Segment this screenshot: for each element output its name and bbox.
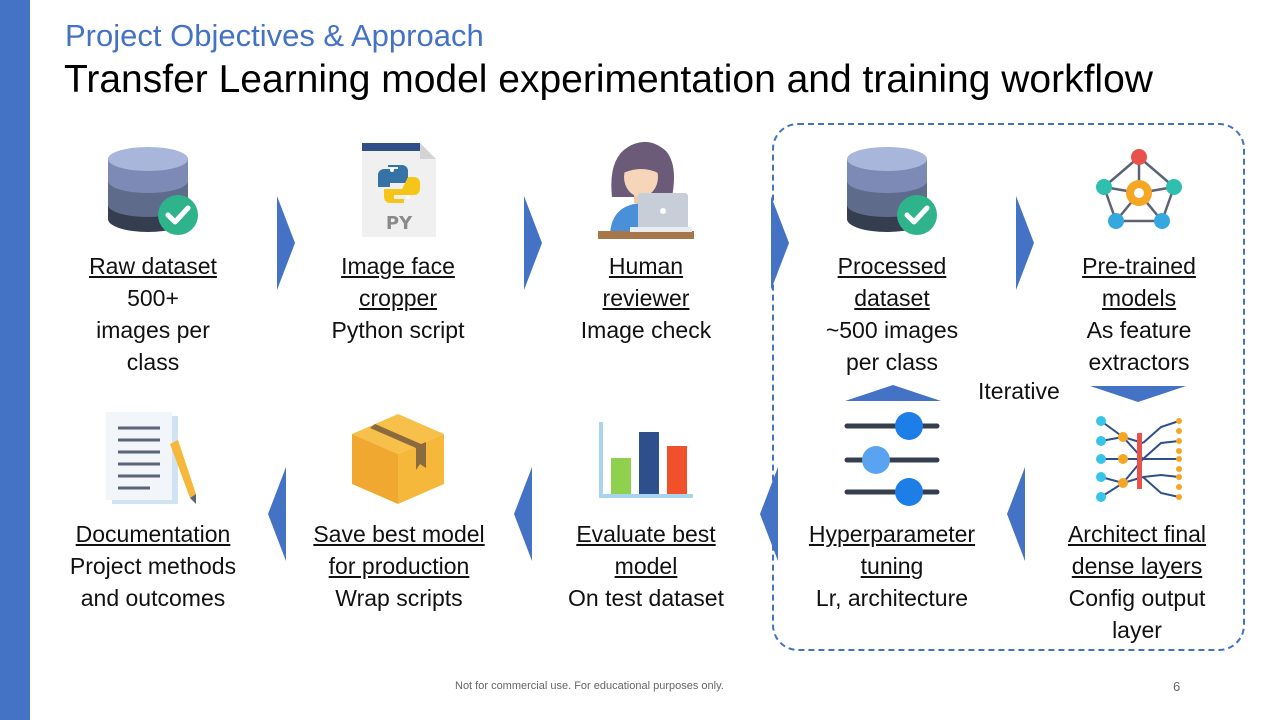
step-architect-dense-layers: Architect final dense layers Config outp… (1032, 518, 1242, 646)
step-description: Lr, architecture (815, 585, 969, 611)
flow-arrow-left-icon (268, 467, 286, 561)
step-name: Human reviewer (602, 253, 690, 311)
step-documentation: Documentation Project methods and outcom… (48, 518, 258, 614)
flow-arrow-right-icon (524, 196, 542, 290)
step-description: As feature extractors (1086, 317, 1192, 375)
bar-chart-icon (599, 422, 693, 498)
step-name: Save best model for production (313, 521, 485, 579)
python-file-icon: PY (362, 143, 436, 237)
step-description: Image check (580, 317, 712, 343)
step-name: Documentation (75, 521, 231, 547)
flow-arrow-right-icon (1016, 196, 1034, 290)
step-name: Image face cropper (341, 253, 455, 311)
svg-text:PY: PY (386, 213, 413, 234)
step-save-best-model: Save best model for production Wrap scri… (294, 518, 504, 614)
accent-side-bar (0, 0, 30, 720)
step-description: Config output layer (1068, 585, 1206, 643)
package-box-icon (352, 414, 444, 504)
database-check-icon (847, 147, 937, 235)
step-image-face-cropper: Image face cropper Python script (293, 250, 503, 346)
step-name: Evaluate best model (576, 521, 716, 579)
page-number: 6 (1173, 679, 1181, 694)
step-description: 500+ images per class (96, 285, 210, 375)
network-icon (1096, 149, 1182, 229)
step-evaluate-best-model: Evaluate best model On test dataset (541, 518, 751, 614)
step-human-reviewer: Human reviewer Image check (541, 250, 751, 346)
step-description: Project methods and outcomes (69, 553, 237, 611)
step-processed-dataset: Processed dataset ~500 images per class (787, 250, 997, 378)
person-laptop-icon (598, 141, 694, 239)
step-name: Pre-trained models (1082, 253, 1196, 311)
step-description: Wrap scripts (335, 585, 463, 611)
step-description: Python script (331, 317, 465, 343)
flow-arrow-down-icon (1090, 386, 1186, 402)
step-description: On test dataset (568, 585, 724, 611)
flow-arrow-left-icon (514, 467, 532, 561)
database-check-icon (108, 147, 198, 235)
iterative-loop-box (772, 123, 1245, 651)
step-name: Raw dataset (89, 253, 217, 279)
slide-subtitle: Project Objectives & Approach (65, 18, 484, 53)
flow-arrow-up-icon (845, 385, 941, 401)
step-name: Processed dataset (837, 253, 947, 311)
flow-arrow-right-icon (277, 196, 295, 290)
step-description: ~500 images per class (825, 317, 959, 375)
step-pre-trained-models: Pre-trained models As feature extractors (1034, 250, 1244, 378)
flow-arrow-left-icon (1007, 467, 1025, 561)
sliders-icon (844, 412, 940, 506)
step-name: Hyperparameter tuning (808, 521, 976, 579)
neural-layers-icon (1096, 416, 1182, 502)
flow-arrow-right-icon (771, 196, 789, 290)
step-hyperparameter-tuning: Hyperparameter tuning Lr, architecture (787, 518, 997, 614)
flow-arrow-left-icon (760, 467, 778, 561)
iterative-label: Iterative (978, 378, 1060, 404)
footer-disclaimer: Not for commercial use. For educational … (455, 680, 724, 692)
step-name: Architect final dense layers (1067, 521, 1207, 579)
document-pencil-icon (106, 412, 196, 504)
slide-title: Transfer Learning model experimentation … (64, 58, 1153, 101)
step-raw-dataset: Raw dataset 500+ images per class (48, 250, 258, 378)
